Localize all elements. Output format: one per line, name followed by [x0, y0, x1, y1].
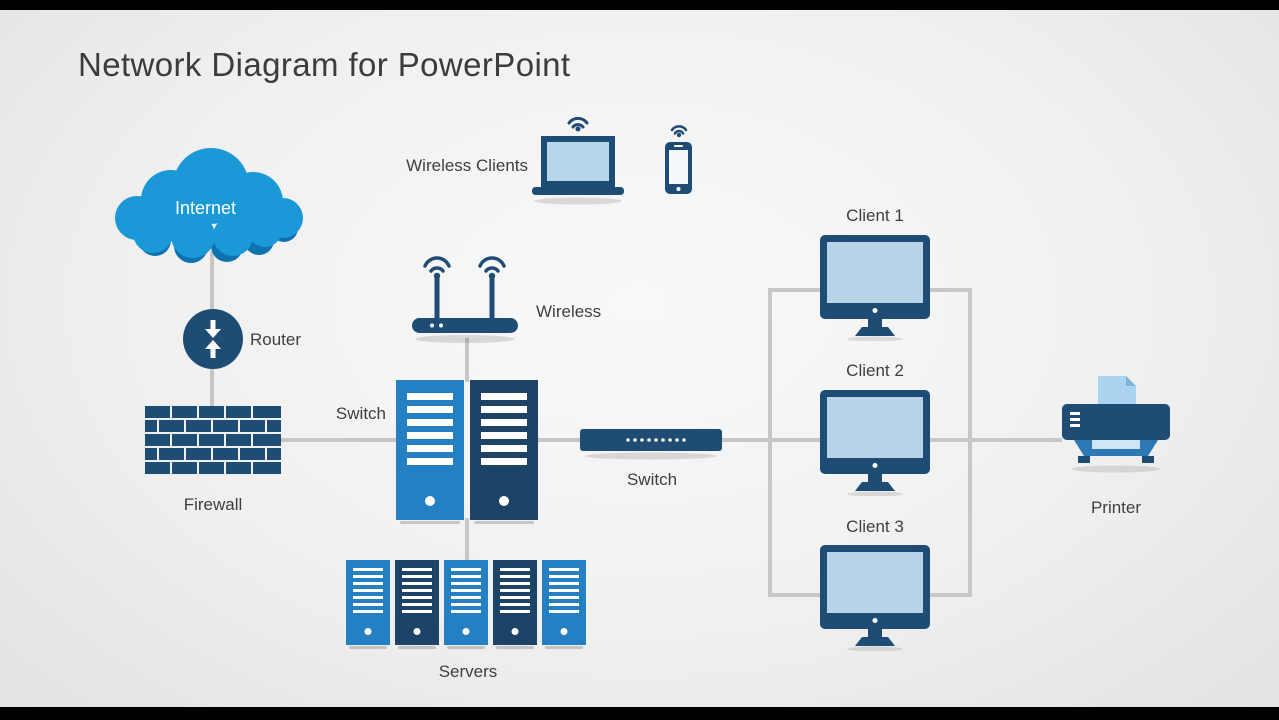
wifi-icon [670, 125, 688, 138]
tower-dot [511, 628, 519, 635]
wireless-label: Wireless [536, 302, 602, 321]
tower-slots [402, 568, 432, 613]
tower-slots [451, 568, 481, 613]
client1-label: Client 1 [846, 206, 904, 225]
tower-dot [462, 628, 470, 635]
internet-cloud-icon [115, 148, 303, 263]
internet-node: Internet [103, 138, 308, 270]
tower-dot [364, 628, 372, 635]
core-server-tower-icon [470, 380, 538, 524]
wifi-icon [567, 116, 589, 132]
server-rack-icon [395, 560, 439, 649]
core-server-tower-icon [396, 380, 464, 524]
tower-slots [353, 568, 383, 613]
smartphone-icon [665, 125, 692, 194]
server-rack-icon [542, 560, 586, 649]
tower-shadow [397, 646, 437, 649]
server-rack-icon [444, 560, 488, 649]
tower-slots [481, 393, 527, 466]
tower-shadow [348, 646, 388, 649]
wireless-router-icon [412, 256, 518, 343]
tower-slots [500, 568, 530, 613]
letterbox-top [0, 0, 1279, 10]
monitor-icon [820, 545, 930, 651]
tower-shadow [400, 521, 460, 524]
router-label: Router [250, 330, 302, 349]
printer-label: Printer [1090, 498, 1142, 517]
tower-shadow [544, 646, 584, 649]
wireless-clients-label: Wireless Clients [406, 156, 528, 175]
server-rack-icon [346, 560, 390, 649]
server-rack-icon [493, 560, 537, 649]
tower-shadow [495, 646, 535, 649]
firewall-label: Firewall [183, 495, 243, 514]
client2-label: Client 2 [846, 361, 904, 380]
page-title: Network Diagram for PowerPoint [78, 46, 571, 83]
letterbox-bottom [0, 707, 1279, 720]
laptop-icon [532, 116, 624, 205]
servers-label: Servers [438, 662, 498, 681]
tower-slots [407, 393, 453, 466]
tower-shadow [474, 521, 534, 524]
tower-dot [425, 496, 435, 506]
internet-label: Internet [174, 198, 237, 218]
wifi-icon [423, 256, 506, 323]
monitor-icon [820, 390, 930, 496]
tower-dot [499, 496, 509, 506]
tower-shadow [446, 646, 486, 649]
printer-icon [1062, 376, 1170, 473]
client3-label: Client 3 [846, 517, 904, 536]
tower-slots [549, 568, 579, 613]
access-switch-label: Switch [626, 470, 678, 489]
core-switch-label: Switch [335, 404, 386, 423]
tower-dot [413, 628, 421, 635]
switch-icon [580, 429, 722, 460]
firewall-icon [145, 406, 281, 474]
router-icon [183, 309, 243, 369]
tower-dot [560, 628, 568, 635]
router-arrows-icon [205, 320, 221, 358]
monitor-icon [820, 235, 930, 341]
